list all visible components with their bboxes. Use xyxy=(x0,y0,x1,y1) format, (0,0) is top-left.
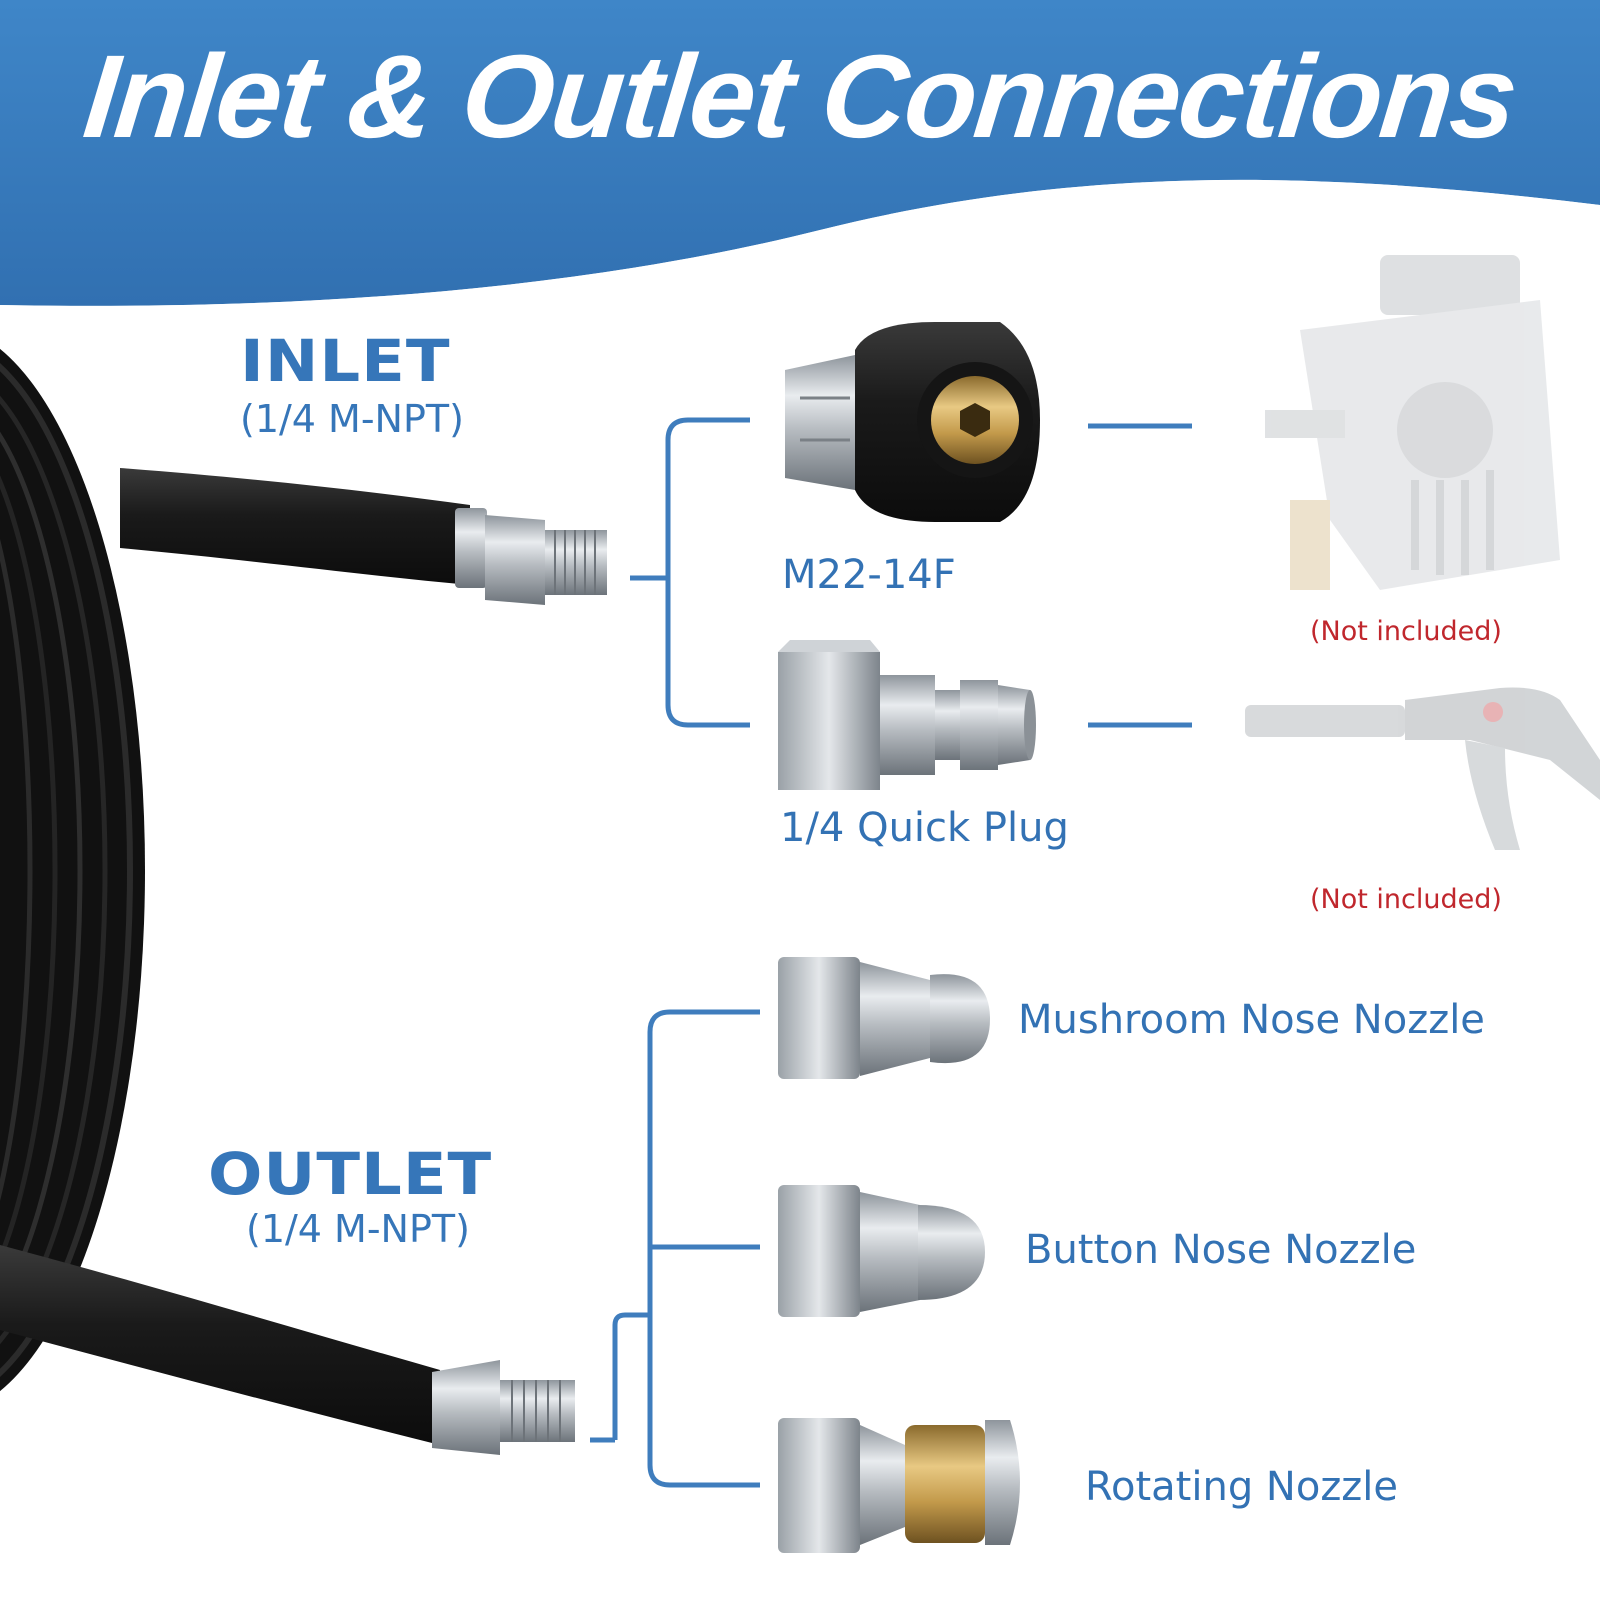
pump-not-included-note: (Not included) xyxy=(1310,616,1502,647)
header-banner xyxy=(0,0,1600,322)
outlet-hose-end xyxy=(0,1245,575,1455)
mushroom-nozzle-label: Mushroom Nose Nozzle xyxy=(1018,997,1485,1043)
spray-gun-image xyxy=(1245,687,1600,850)
gun-not-included-note: (Not included) xyxy=(1310,884,1502,915)
quick-plug-label: 1/4 Quick Plug xyxy=(780,805,1069,851)
rotating-nozzle-image xyxy=(778,1418,1020,1553)
inlet-thread: (1/4 M-NPT) xyxy=(240,397,464,441)
outlet-thread: (1/4 M-NPT) xyxy=(246,1207,470,1251)
inlet-title: INLET xyxy=(240,328,451,396)
button-nozzle-label: Button Nose Nozzle xyxy=(1025,1227,1417,1273)
quick-plug-image xyxy=(778,640,1036,790)
mushroom-nozzle-image xyxy=(778,957,990,1079)
m22-14f-label: M22-14F xyxy=(782,552,956,598)
m22-fitting-image xyxy=(785,322,1040,522)
rotating-nozzle-label: Rotating Nozzle xyxy=(1085,1464,1399,1510)
button-nozzle-image xyxy=(778,1185,985,1317)
inlet-hose-end xyxy=(120,468,607,605)
pump-image xyxy=(1265,255,1560,590)
connector-lines xyxy=(590,417,1192,1488)
outlet-title: OUTLET xyxy=(208,1141,493,1209)
hose-coil xyxy=(0,349,145,1391)
